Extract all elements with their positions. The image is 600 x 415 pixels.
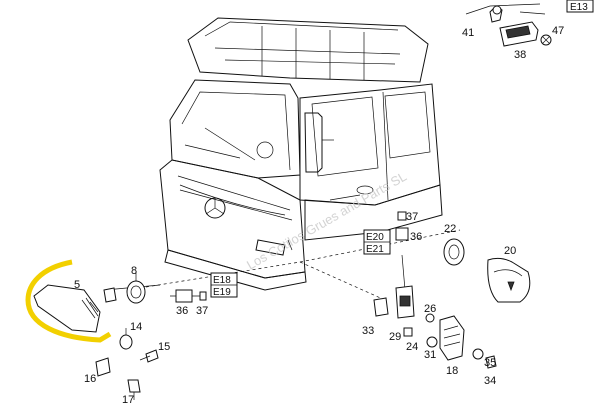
code-e19: E19	[213, 287, 231, 298]
label-36-left: 36	[176, 305, 188, 317]
code-e13: E13	[570, 2, 588, 13]
label-26: 26	[424, 303, 436, 315]
label-14: 14	[130, 321, 142, 333]
label-37-right: 37	[406, 211, 418, 223]
label-20: 20	[504, 245, 516, 257]
label-47: 47	[552, 25, 564, 37]
code-box-e13	[566, 0, 594, 13]
truck-cab	[159, 17, 443, 291]
label-29: 29	[389, 331, 401, 343]
label-34: 34	[484, 375, 496, 387]
highlight-mark	[25, 259, 112, 343]
roof-lamp-group	[465, 3, 552, 47]
code-e20: E20	[366, 232, 384, 243]
label-16: 16	[84, 373, 96, 385]
part-labels: 5 8 14 15 16 17 36 37 33 29 24 26 31 37 …	[74, 25, 564, 406]
label-36-right: 36	[410, 231, 422, 243]
label-17: 17	[122, 394, 134, 406]
label-15: 15	[158, 341, 170, 353]
label-31: 31	[424, 349, 436, 361]
label-33: 33	[362, 325, 374, 337]
label-38: 38	[514, 49, 526, 61]
label-37-left: 37	[196, 305, 208, 317]
label-22: 22	[444, 223, 456, 235]
label-41: 41	[462, 27, 474, 39]
right-lamp-group	[373, 211, 531, 369]
left-indicator-group	[25, 259, 207, 400]
label-8: 8	[131, 265, 137, 277]
code-e18: E18	[213, 275, 231, 286]
label-5: 5	[74, 279, 80, 291]
code-boxes	[210, 0, 594, 298]
label-18: 18	[446, 365, 458, 377]
label-24: 24	[406, 341, 418, 353]
label-35: 35	[484, 357, 496, 369]
code-e21: E21	[366, 244, 384, 255]
